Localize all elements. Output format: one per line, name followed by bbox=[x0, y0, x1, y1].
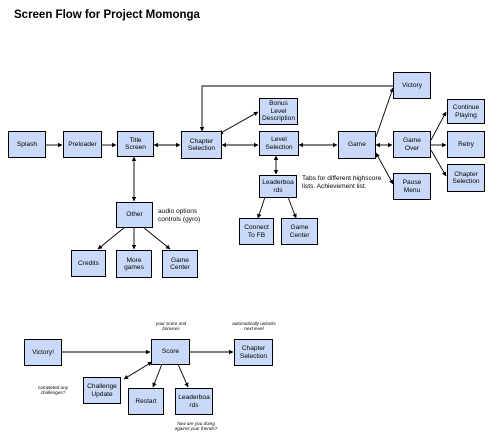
edge-score-restart bbox=[152, 363, 163, 388]
node-credits: Credits bbox=[71, 250, 106, 277]
annotation-challenges-completed: completed any challenges? bbox=[38, 385, 68, 396]
annotation-score-and-bonuses: your score and bonuses bbox=[155, 321, 187, 332]
node-preloader: Preloader bbox=[63, 131, 102, 158]
edge-victory-chapter bbox=[199, 85, 393, 132]
edge-leaderboards-fb bbox=[257, 196, 266, 219]
node-connect-to-fb: Connect To FB bbox=[239, 218, 274, 245]
other-options-text: audio options controls (gyro) bbox=[158, 208, 201, 223]
node-level-selection: Level Selection bbox=[259, 131, 299, 156]
leaderboard-tabs-text: Tabs for different highscore lists. Achi… bbox=[302, 175, 382, 190]
edge-leaderboards-gc bbox=[287, 196, 297, 219]
other-options-note: audio options controls (gyro) bbox=[158, 208, 208, 223]
edge-score-leaderboards bbox=[177, 363, 189, 388]
edge-gameover-continue bbox=[430, 111, 447, 141]
node-chapter-selection: Chapter Selection bbox=[181, 131, 222, 159]
node-game-center-leaderboards: Game Center bbox=[281, 218, 318, 245]
edge-other-gamecenter bbox=[142, 226, 171, 250]
annotation-compare-friends: how are you doing against your friends? bbox=[174, 421, 218, 432]
edge-gameover-chapter bbox=[430, 149, 447, 177]
node-chapter-selection-gameover: Chapter Selection bbox=[447, 164, 485, 192]
node-restart: Restart bbox=[128, 388, 164, 415]
leaderboard-tabs-note: Tabs for different highscore lists. Achi… bbox=[302, 175, 382, 190]
diagram-title: Screen Flow for Project Momonga bbox=[14, 9, 200, 21]
node-leaderboards: Leaderboa rds bbox=[259, 175, 297, 198]
edge-game-victory bbox=[375, 87, 394, 138]
node-other: Other bbox=[116, 202, 153, 228]
annotation-auto-unlock: automatically unlocks next level bbox=[232, 321, 276, 332]
node-victory-flow-leaderboards: Leaderboa rds bbox=[175, 388, 213, 415]
edge-score-challenge bbox=[123, 361, 153, 380]
node-score: Score bbox=[151, 339, 190, 365]
edge-other-credits bbox=[97, 226, 126, 250]
node-victory-flow-victory: Victory! bbox=[24, 339, 62, 366]
node-game-center-other: Game Center bbox=[162, 250, 198, 278]
node-continue-playing: Continue Playing bbox=[447, 99, 485, 124]
node-pause-menu: Pause Menu bbox=[393, 173, 431, 200]
edge-game-pause bbox=[375, 152, 394, 185]
node-retry: Retry bbox=[447, 131, 485, 158]
edge-chapter-bonus bbox=[218, 111, 259, 135]
node-victory-flow-chapter-selection: Chapter Selection bbox=[234, 339, 273, 366]
node-game: Game bbox=[338, 131, 376, 159]
node-bonus-level-description: Bonus Level Description bbox=[259, 98, 298, 125]
node-title-screen: Title Screen bbox=[117, 131, 154, 157]
node-victory: Victory bbox=[393, 72, 431, 99]
node-challenge-update: Challenge Update bbox=[83, 377, 121, 404]
node-splash: Splash bbox=[8, 131, 46, 158]
node-game-over: Game Over bbox=[393, 131, 431, 158]
node-more-games: More games bbox=[116, 250, 152, 278]
